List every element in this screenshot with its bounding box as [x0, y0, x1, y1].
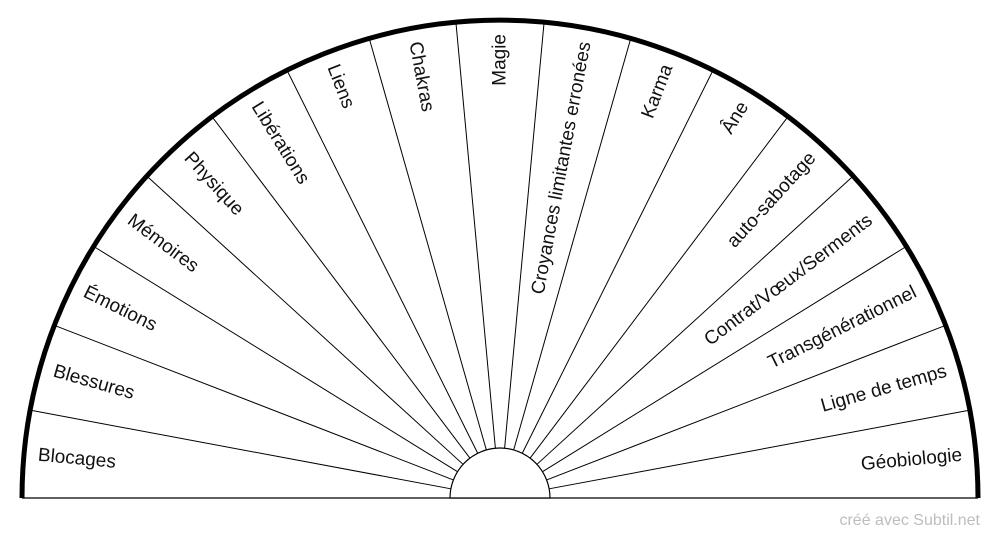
sector-label: Géobiologie	[860, 445, 963, 475]
sector-label: Blocages	[37, 445, 117, 473]
sector-label: Transgénérationnel	[765, 282, 920, 373]
sector-divider	[93, 245, 458, 473]
sector-divider	[455, 21, 496, 449]
sector-divider	[30, 409, 451, 490]
sector-label: Ligne de temps	[818, 361, 949, 417]
sector-divider	[286, 69, 479, 454]
sector-divider	[542, 245, 907, 473]
sector-divider	[54, 324, 454, 481]
sector-divider	[513, 38, 632, 451]
sector-divider	[536, 175, 854, 465]
sector-label: Émotions	[80, 282, 160, 336]
center-hub	[449, 447, 551, 499]
sector-divider	[211, 116, 471, 459]
sector-label: Physique	[180, 148, 248, 220]
sector-label: Âne	[717, 97, 754, 137]
sector-divider	[368, 38, 487, 451]
sector-label: Magie	[490, 34, 511, 86]
sector-label: Chakras	[404, 40, 438, 113]
sector-divider	[546, 324, 946, 481]
sector-divider	[549, 409, 970, 490]
sector-divider	[504, 21, 545, 449]
sector-dividers	[30, 21, 970, 490]
sector-label: Karma	[638, 61, 678, 121]
sector-labels: Blocages Blessures ÉmotionsMémoiresPhysiqu…	[37, 34, 963, 475]
sector-label: Mémoires	[123, 210, 202, 277]
sector-divider	[521, 69, 714, 454]
sector-label: Blessures	[51, 361, 137, 404]
sector-divider	[529, 116, 789, 459]
sector-label: Libérations	[247, 98, 314, 188]
sector-label: Liens	[323, 62, 359, 112]
sector-divider	[146, 175, 464, 465]
sector-label: Croyances limitantes erronées	[528, 40, 596, 296]
sector-label: auto-sabotage	[723, 148, 820, 252]
outer-arc	[19, 17, 981, 499]
credit-text: créé avec Subtil.net	[839, 512, 980, 529]
